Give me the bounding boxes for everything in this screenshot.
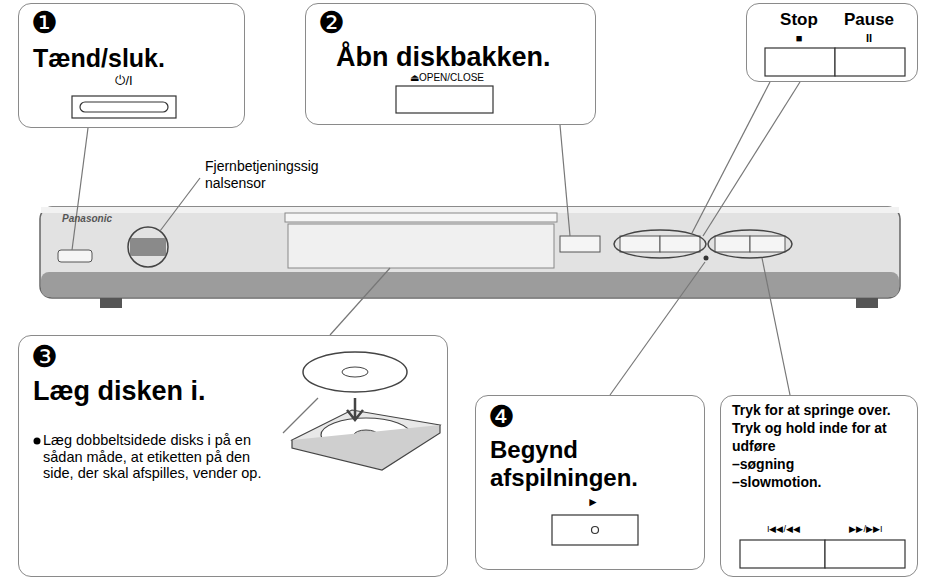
button-dot [592,527,599,534]
pause-button [660,236,700,252]
button-drawing [740,540,825,568]
button-symbol: ■ [764,32,834,45]
button-slot [80,102,168,112]
callout-number: ❹ [488,400,515,435]
button-name: Pause [834,10,904,30]
sensor-window [130,238,166,256]
instruction-text: Tryk for at springe over. [732,402,891,418]
leader-line [330,268,390,335]
button-drawing [835,48,905,76]
disc-hole [342,367,368,377]
instruction-text: Tryk og hold inde for at [732,420,887,436]
leader-line [610,262,705,395]
callout-box: ❹Begynd afspilningen. ► [475,395,705,570]
leader-line [703,82,800,236]
skip-back-button [715,236,750,252]
callout-box: StopPause■II [746,3,918,82]
part-label: Fjernbetjeningssig nalsensor [205,158,340,192]
tray-front [288,224,554,268]
leader-line [560,125,570,236]
tray-slot [285,213,557,222]
callout-number: ❸ [31,340,58,375]
foot [856,298,878,308]
leader-line [72,128,88,250]
skip-forward-button [750,236,785,252]
box-buttons [34,48,906,568]
sensor-highlight [128,227,168,267]
instruction-text: udføre [732,438,776,454]
foot [100,298,122,308]
button-symbol: ⏻/I [79,74,169,89]
button-drawing [765,48,835,76]
step-title: Begynd afspilningen. [490,436,695,491]
disc [303,352,407,392]
highlight-ring [614,230,706,258]
leader-line [692,82,770,233]
player [40,207,900,308]
callout-box: ❷Åbn diskbakken.⏏OPEN/CLOSE [305,3,596,125]
button-symbol: I◀◀/◀◀ [741,524,826,534]
leader-line [283,398,318,433]
brand-logo: Panasonic [62,213,112,225]
leader-line [762,258,790,395]
step-title: Tænd/sluk. [33,44,165,73]
step-title: Åbn diskbakken. [336,42,551,73]
highlight-ring [708,230,792,258]
button-name: Stop [764,10,834,30]
leader-line [160,178,200,231]
button-drawing [825,540,905,568]
button-symbol: ▶▶/▶▶I [826,524,906,534]
disc-illustration [292,352,440,470]
step-title: Læg disken i. [33,376,206,407]
insert-arrow [347,398,363,420]
callout-box: ❸Læg disken i. Læg dobbeltsidede disks i … [18,335,448,577]
button-drawing [396,86,493,113]
instruction-text: –slowmotion. [732,474,821,490]
instruction-text: –søgning [732,456,794,472]
button-symbol: II [834,32,904,45]
button-symbol: ► [553,496,633,510]
player-top-edge [41,207,899,213]
stop-button [620,236,660,252]
button-label: ⏏OPEN/CLOSE [377,72,517,84]
instruction-text: Læg dobbeltsidede disks i på en sådan må… [43,432,279,482]
open-close-button [560,236,600,252]
bullet-dot [34,438,41,445]
player-body [40,207,900,298]
callout-number: ❶ [31,6,58,41]
callout-number: ❷ [318,6,345,41]
tray-front-edge [292,425,440,470]
callout-box: Tryk for at springe over. Tryk og hold in… [720,395,918,577]
power-button [58,250,92,262]
player-lower-band [41,272,899,297]
callout-box: ❶ Tænd/sluk.⏻/I [18,3,245,128]
play-button [704,256,709,261]
button-drawing [72,96,176,118]
button-drawing [552,515,638,545]
